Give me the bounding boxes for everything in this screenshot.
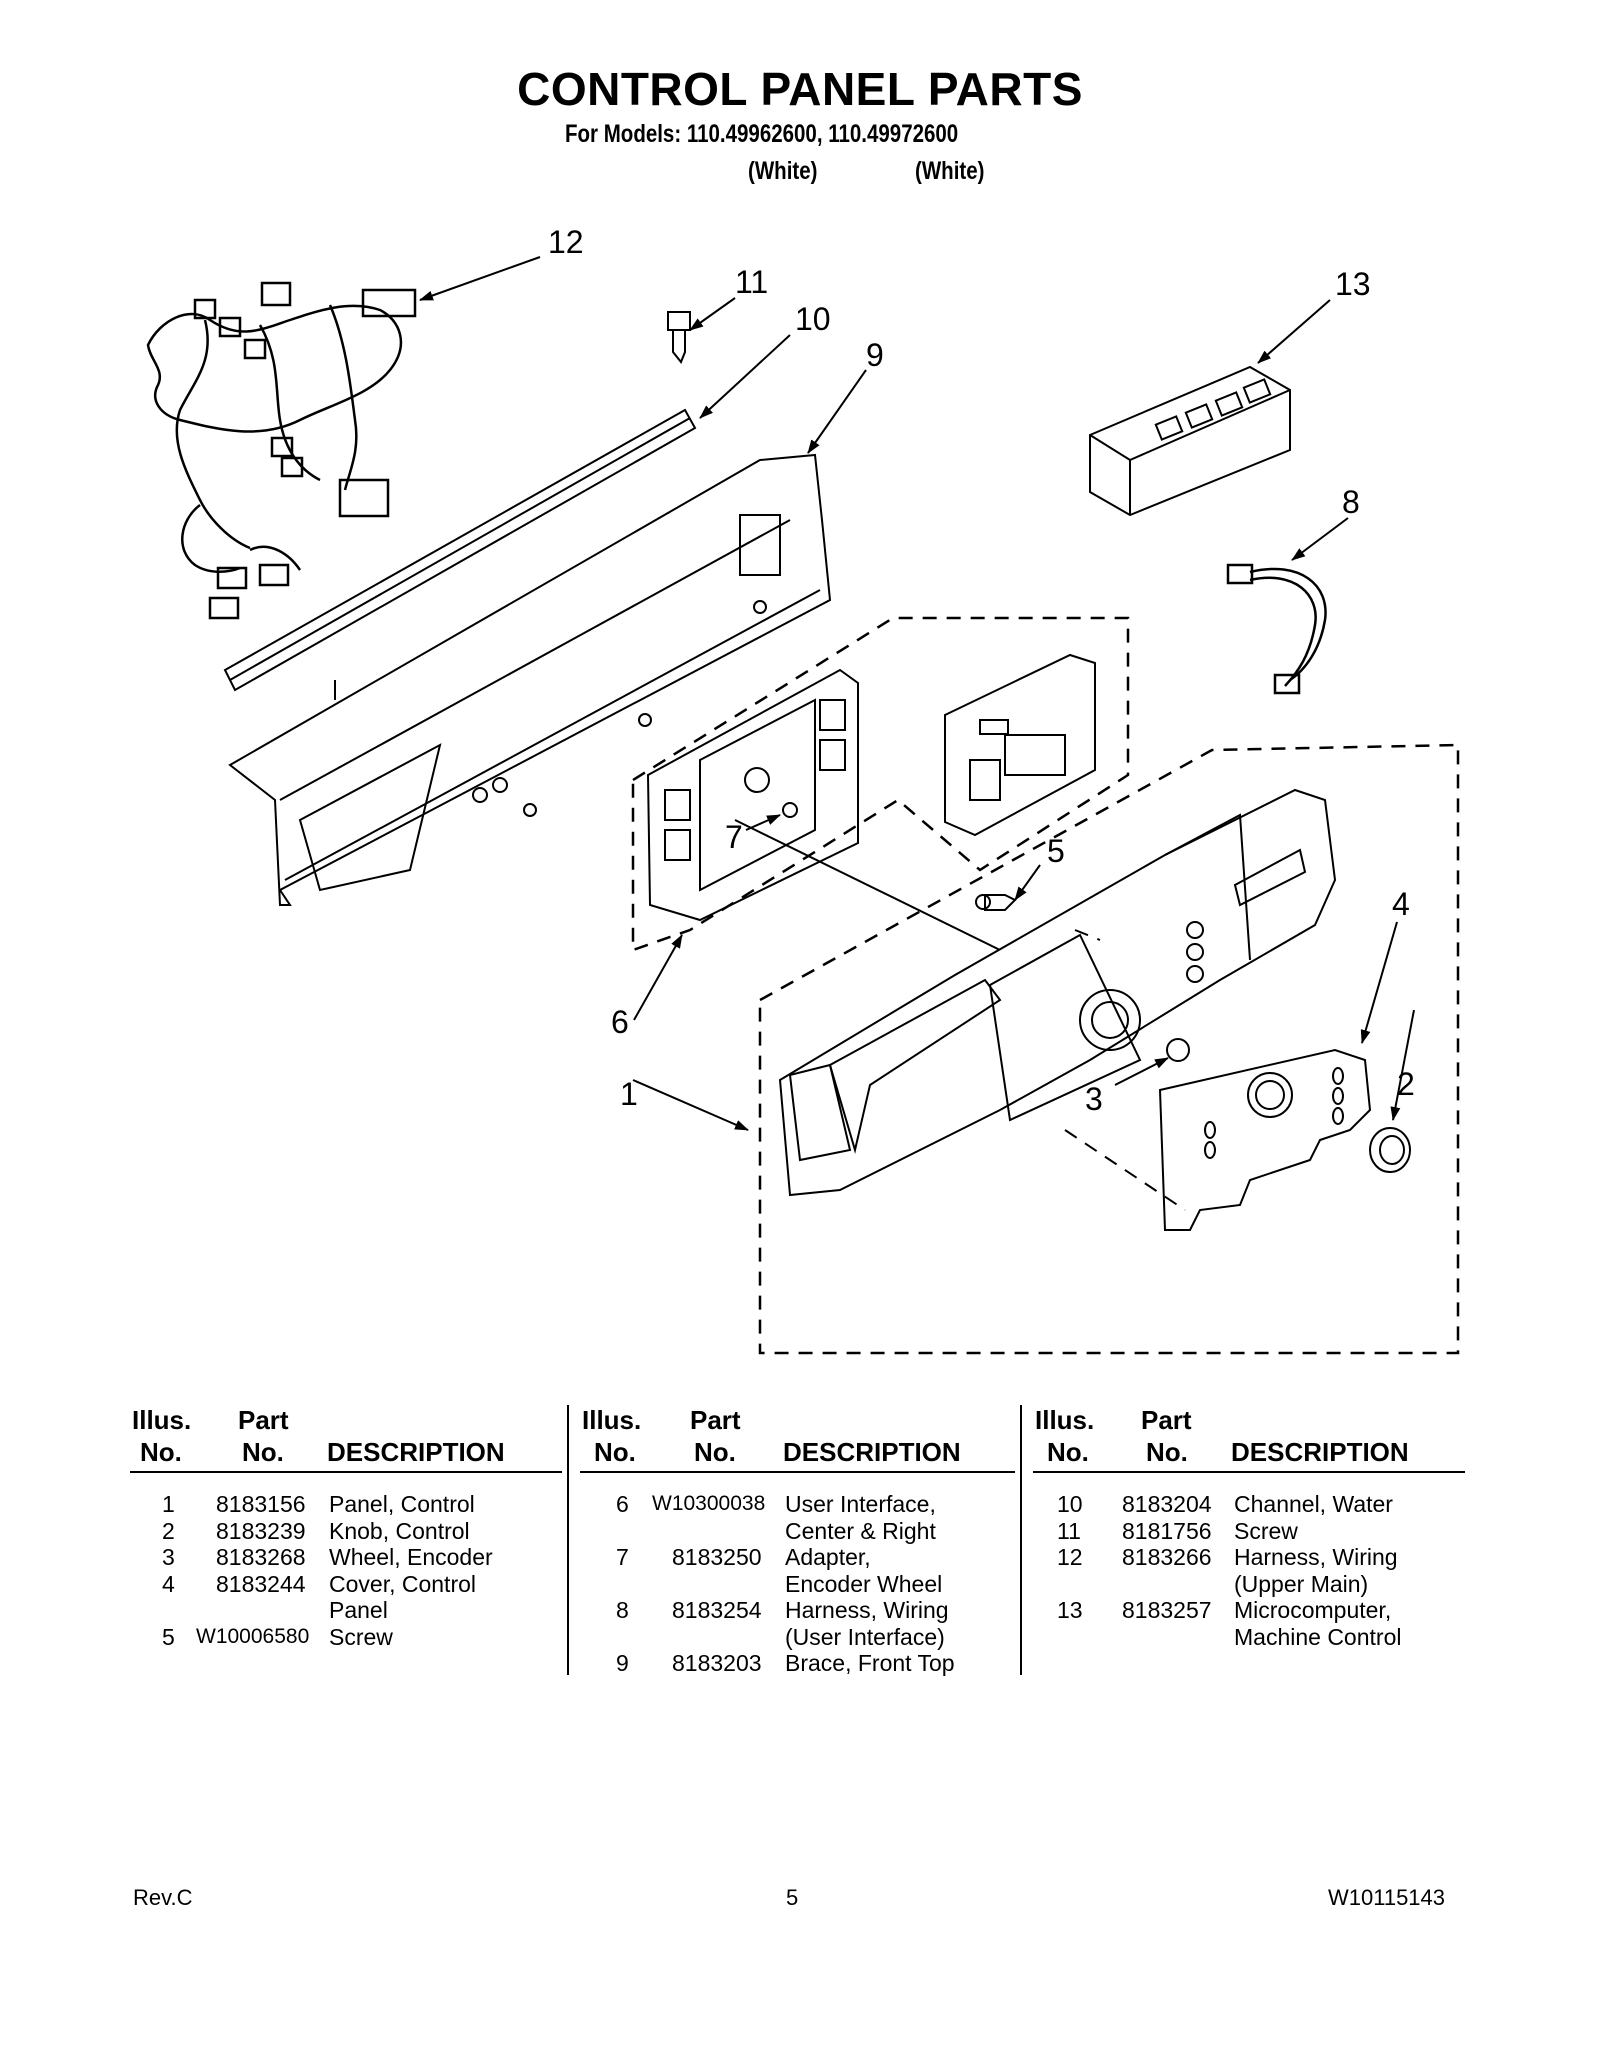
water-channel (223, 408, 697, 692)
brace-front-top (228, 453, 832, 906)
header-rule (130, 1471, 562, 1473)
table-row: 7 8183250 Adapter, (616, 1544, 871, 1570)
page-title: CONTROL PANEL PARTS (517, 63, 1083, 115)
callout-11: 11 (735, 264, 768, 300)
user-interface-right-board (944, 653, 1096, 837)
callout-7: 7 (725, 819, 743, 855)
model-color-2: (White) (915, 157, 985, 185)
microcomputer-machine-control (1089, 365, 1291, 517)
user-interface-center-board (646, 668, 859, 922)
header-illus-no: No. (1047, 1437, 1089, 1467)
document-number: W10115143 (1328, 1885, 1446, 1910)
header-illus: Illus. (582, 1405, 642, 1435)
parts-table-column-3: Illus. Part No. No. DESCRIPTION 10 81832… (1033, 1405, 1465, 1650)
table-row-continuation: (Upper Main) (1234, 1570, 1369, 1597)
control-panel-main (778, 788, 1337, 1197)
screw-part-11 (667, 311, 691, 364)
model-color-1: (White) (748, 157, 818, 185)
header-part-no: No. (694, 1437, 736, 1467)
table-row: 1 8183156 Panel, Control (162, 1491, 475, 1517)
wiring-harness-upper-main (146, 281, 417, 620)
header-description: DESCRIPTION (327, 1437, 505, 1467)
control-knob (1369, 1127, 1411, 1173)
table-row-continuation: Center & Right (785, 1517, 936, 1544)
header-description: DESCRIPTION (783, 1437, 961, 1467)
models-line: For Models: 110.49962600, 110.49972600 (565, 120, 959, 148)
table-row: 12 8183266 Harness, Wiring (1057, 1544, 1398, 1570)
screw-part-5 (975, 894, 1017, 911)
callout-3: 3 (1085, 1081, 1103, 1117)
control-panel-cover (1158, 1048, 1372, 1231)
table-row: 2 8183239 Knob, Control (162, 1517, 470, 1544)
callout-12: 12 (548, 224, 584, 260)
header-illus-no: No. (594, 1437, 636, 1467)
callout-13: 13 (1335, 266, 1371, 302)
header-part: Part (1141, 1405, 1192, 1435)
table-row-continuation: Encoder Wheel (785, 1570, 943, 1597)
wiring-harness-user-interface (1226, 563, 1327, 695)
callout-6: 6 (611, 1004, 629, 1040)
header-rule (580, 1471, 1015, 1473)
table-row-continuation: Machine Control (1234, 1623, 1402, 1650)
callout-2: 2 (1397, 1066, 1415, 1102)
dashed-group-outline-front (758, 743, 1460, 1355)
header-description: DESCRIPTION (1231, 1437, 1409, 1467)
table-row: 11 8181756 Screw (1057, 1517, 1298, 1544)
encoder-wheel (1166, 1038, 1190, 1062)
parts-table-column-1: Illus. Part No. No. DESCRIPTION 1 818315… (130, 1405, 562, 1650)
callout-1: 1 (620, 1076, 638, 1112)
callout-4: 4 (1392, 886, 1410, 922)
header-part-no: No. (1146, 1437, 1188, 1467)
header-rule (1033, 1471, 1465, 1473)
table-row-continuation: (User Interface) (785, 1623, 945, 1650)
header-illus: Illus. (132, 1405, 192, 1435)
callout-5: 5 (1047, 833, 1065, 869)
revision-label: Rev.C (133, 1885, 193, 1910)
dashed-group-outline-interface (631, 616, 1130, 952)
callout-9: 9 (866, 337, 884, 373)
table-row: 3 8183268 Wheel, Encoder (162, 1544, 493, 1570)
table-row: 13 8183257 Microcomputer, (1057, 1597, 1392, 1623)
header-illus-no: No. (140, 1437, 182, 1467)
header-part: Part (690, 1405, 741, 1435)
table-row: 9 8183203 Brace, Front Top (616, 1650, 955, 1676)
header-part-no: No. (242, 1437, 284, 1467)
table-row: 8 8183254 Harness, Wiring (616, 1597, 949, 1623)
callout-8: 8 (1342, 484, 1360, 520)
parts-table-column-2: Illus. Part No. No. DESCRIPTION 6 W10300… (580, 1405, 1015, 1676)
table-row: 10 8183204 Channel, Water (1057, 1491, 1393, 1517)
header-part: Part (238, 1405, 289, 1435)
table-row: 5 W10006580 Screw (162, 1623, 393, 1650)
column-divider (567, 1405, 569, 1675)
header-illus: Illus. (1035, 1405, 1095, 1435)
encoder-adapter (782, 802, 798, 818)
exploded-parts-diagram: 1 2 3 4 5 6 7 8 9 10 11 12 13 (146, 224, 1460, 1355)
callout-10: 10 (795, 301, 831, 337)
table-row: 6 W10300038 User Interface, (616, 1491, 936, 1517)
page-number: 5 (786, 1885, 799, 1910)
table-row-continuation: Panel (329, 1597, 388, 1623)
table-row: 4 8183244 Cover, Control (162, 1570, 477, 1597)
column-divider (1020, 1405, 1022, 1675)
